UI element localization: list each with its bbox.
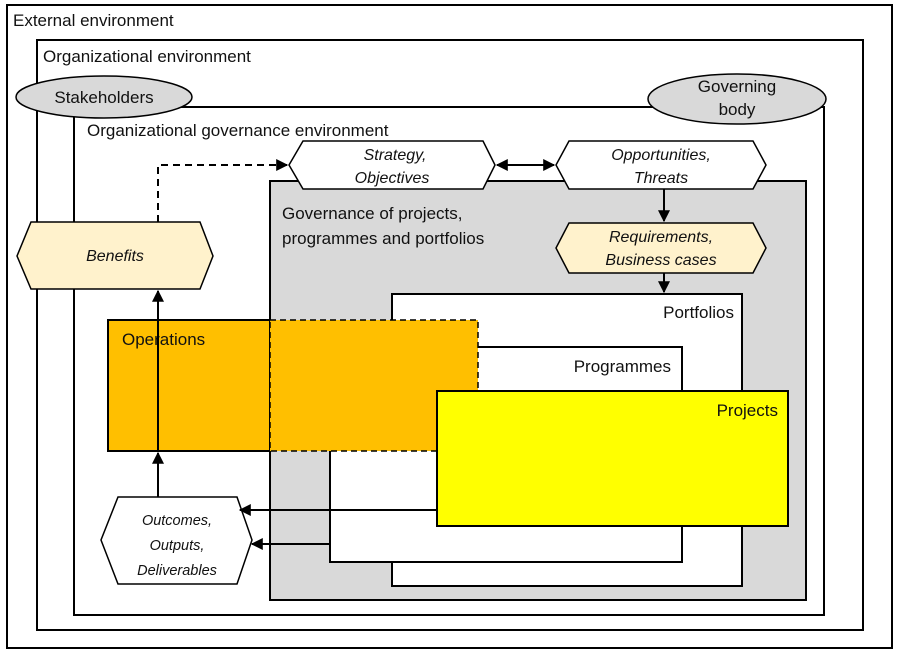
outcomes-hexagon: [100, 496, 253, 585]
external-environment-label: External environment: [13, 11, 174, 30]
stakeholders-ellipse: [15, 75, 193, 119]
organizational-environment-label: Organizational environment: [43, 47, 251, 66]
projects-box: [436, 390, 789, 527]
programmes-label: Programmes: [574, 357, 671, 376]
benefits-label: Benefits: [86, 248, 144, 265]
operations-label: Operations: [122, 330, 205, 349]
strategy-hexagon: [288, 140, 496, 190]
governing-body-label-line1: Governing: [698, 77, 776, 96]
stakeholders-label: Stakeholders: [54, 88, 153, 107]
opportunities-label-line2: Threats: [634, 170, 688, 187]
benefits-strategy-dashed-arrow: [157, 159, 289, 222]
governing-body-ellipse: [647, 73, 827, 125]
outcomes-label-line1: Outcomes,: [142, 513, 212, 529]
organizational-governance-environment-label: Organizational governance environment: [87, 121, 389, 140]
benefits-hexagon: [16, 221, 214, 290]
portfolios-label: Portfolios: [663, 303, 734, 322]
requirements-label-line1: Requirements,: [609, 229, 713, 246]
requirements-label-line2: Business cases: [605, 252, 716, 269]
opportunities-hexagon: [555, 140, 767, 190]
governance-ppp-label-line1: Governance of projects,: [282, 204, 462, 223]
requirements-hexagon: [555, 222, 767, 274]
strategy-label-line1: Strategy,: [364, 147, 427, 164]
projects-label: Projects: [717, 401, 778, 420]
outcomes-label-line3: Deliverables: [137, 563, 217, 579]
operations-box: [107, 319, 271, 452]
strategy-label-line2: Objectives: [355, 170, 430, 187]
opportunities-label-line1: Opportunities,: [611, 147, 711, 164]
governing-body-label-line2: body: [719, 100, 756, 119]
governance-ppp-label-line2: programmes and portfolios: [282, 229, 484, 248]
outcomes-label-line2: Outputs,: [150, 538, 205, 554]
